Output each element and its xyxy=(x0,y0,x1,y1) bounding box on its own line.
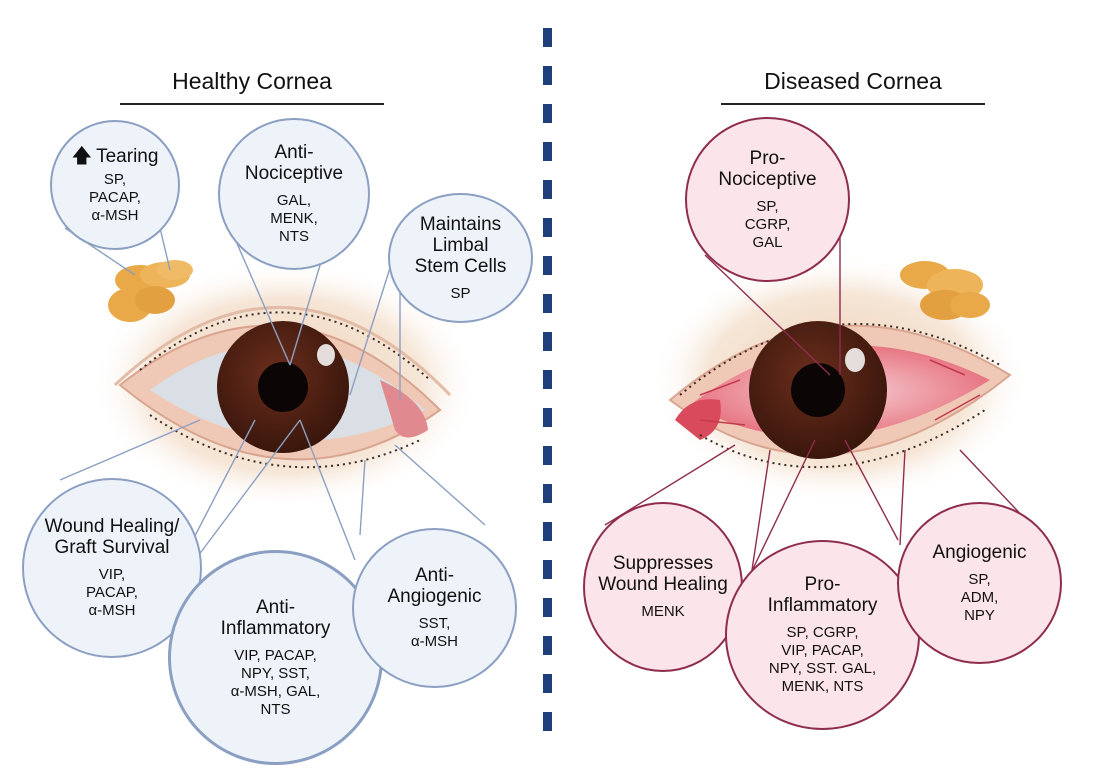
anti-nociceptive-items: GAL, MENK, NTS xyxy=(270,192,318,245)
healthy-lacrimal-gland xyxy=(108,260,193,322)
tearing-bubble: 🡅Tearing SP, PACAP, α-MSH xyxy=(50,120,180,250)
pro-inflammatory-items: SP, CGRP, VIP, PACAP, NPY, SST. GAL, MEN… xyxy=(768,624,877,695)
healthy-title-underline xyxy=(120,103,384,105)
limbal-stem-cells-title: Maintains Limbal Stem Cells xyxy=(414,213,507,277)
wound-healing-title: Wound Healing/ Graft Survival xyxy=(44,516,180,558)
anti-angiogenic-title: Anti- Angiogenic xyxy=(387,565,482,607)
panel-divider xyxy=(543,28,552,748)
anti-inflammatory-title: Anti- Inflammatory xyxy=(220,596,331,639)
anti-inflammatory-bubble: Anti- Inflammatory VIP, PACAP, NPY, SST,… xyxy=(168,550,383,765)
suppresses-wound-healing-items: MENK xyxy=(641,603,685,620)
suppresses-wound-healing-bubble: Suppresses Wound Healing MENK xyxy=(583,502,743,672)
anti-nociceptive-title: Anti- Nociceptive xyxy=(244,142,344,184)
healthy-eye xyxy=(90,260,480,510)
up-arrow-icon: 🡅 xyxy=(71,144,93,167)
pro-nociceptive-items: SP, CGRP, GAL xyxy=(744,197,791,251)
tearing-title-row: 🡅Tearing xyxy=(71,144,159,167)
pro-inflammatory-bubble: Pro- Inflammatory SP, CGRP, VIP, PACAP, … xyxy=(725,540,920,730)
limbal-stem-cells-items: SP xyxy=(450,284,471,302)
diseased-lacrimal-gland xyxy=(900,261,990,320)
tearing-title: Tearing xyxy=(96,145,159,167)
anti-angiogenic-items: SST, α-MSH xyxy=(411,615,458,650)
pro-nociceptive-title: Pro- Nociceptive xyxy=(718,147,817,190)
wound-healing-items: VIP, PACAP, α-MSH xyxy=(86,566,138,619)
pro-inflammatory-title: Pro- Inflammatory xyxy=(767,574,878,616)
angiogenic-bubble: Angiogenic SP, ADM, NPY xyxy=(897,502,1062,664)
anti-nociceptive-bubble: Anti- Nociceptive GAL, MENK, NTS xyxy=(218,118,370,270)
anti-inflammatory-items: VIP, PACAP, NPY, SST, α-MSH, GAL, NTS xyxy=(230,646,321,718)
tearing-items: SP, PACAP, α-MSH xyxy=(89,170,141,224)
angiogenic-items: SP, ADM, NPY xyxy=(960,570,999,624)
diseased-panel-title: Diseased Cornea xyxy=(764,68,942,94)
angiogenic-title: Angiogenic xyxy=(932,541,1027,563)
diseased-title-underline xyxy=(721,103,985,105)
anti-angiogenic-bubble: Anti- Angiogenic SST, α-MSH xyxy=(352,528,517,688)
healthy-panel-title: Healthy Cornea xyxy=(172,68,332,94)
pro-nociceptive-bubble: Pro- Nociceptive SP, CGRP, GAL xyxy=(685,117,850,282)
suppresses-wound-healing-title: Suppresses Wound Healing xyxy=(598,553,728,595)
limbal-stem-cells-bubble: Maintains Limbal Stem Cells SP xyxy=(388,193,533,323)
